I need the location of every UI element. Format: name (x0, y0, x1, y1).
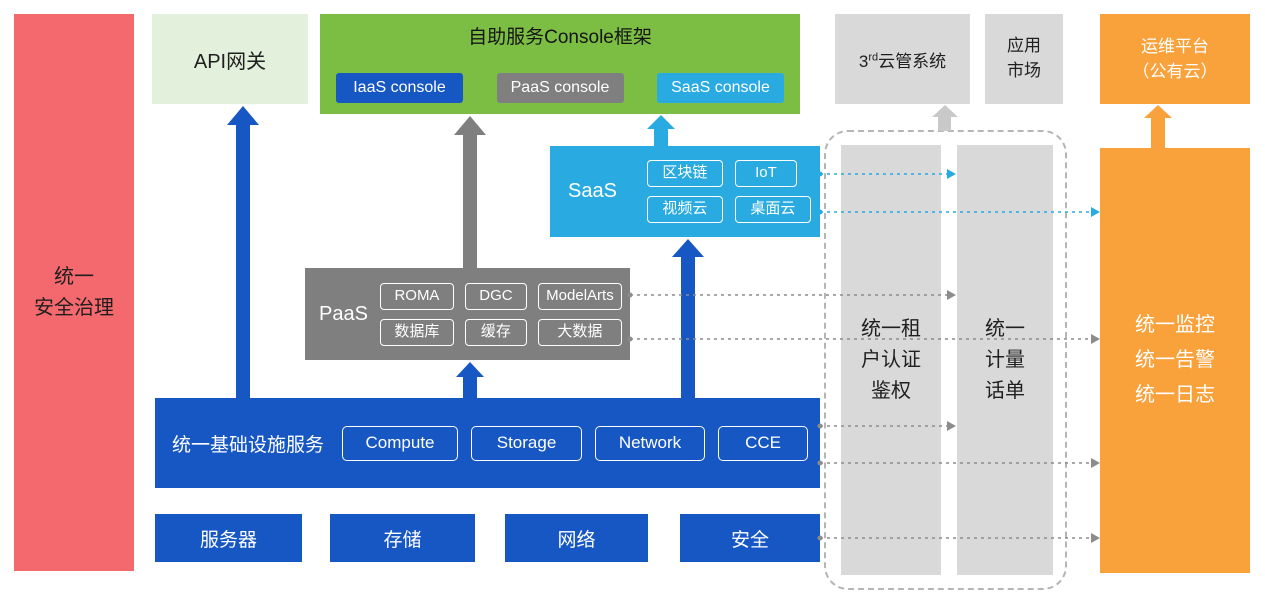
app-market-line1: 应用 (1007, 36, 1041, 56)
tenant-auth-line3: 鉴权 (871, 379, 911, 402)
paas-chip-modelarts: ModelArts (537, 282, 622, 310)
third-party-prefix: 3 (858, 51, 869, 71)
hardware-box-security: 安全 (680, 514, 820, 562)
hardware-box-server: 服务器 (155, 514, 302, 562)
tenant-services-dashed-container (824, 130, 1067, 590)
monitoring-line2: 统一告警 (1135, 349, 1215, 371)
infrastructure-services-row: Compute Storage Network CCE (342, 425, 809, 461)
tenant-auth-line2: 户认证 (861, 348, 921, 371)
connector-hw-security-to-monitor-arrowhead (1091, 533, 1100, 543)
metering-line1: 统一 (985, 317, 1025, 340)
arrow-iaas-to-paas (456, 362, 484, 398)
iaas-console-chip: IaaS console (336, 73, 463, 103)
saas-chip-desktop-cloud: 桌面云 (734, 196, 811, 223)
saas-services-row1: 区块链 IoT (646, 160, 811, 187)
unified-metering-bar: 统一 计量 话单 (957, 145, 1053, 575)
third-party-suffix: 云管系统 (878, 51, 947, 71)
metering-line2: 计量 (985, 348, 1025, 371)
security-governance-line2: 安全治理 (34, 296, 114, 319)
iaas-chip-network: Network (595, 425, 706, 461)
third-party-cloud-mgmt-box: 3rd云管系统 (835, 14, 970, 104)
security-governance-line1: 统一 (54, 265, 94, 288)
connector-iaas-to-monitor-arrowhead (1091, 458, 1100, 468)
hardware-storage-label: 存储 (383, 529, 422, 551)
saas-services-row2: 视频云 桌面云 (646, 196, 811, 223)
api-gateway-box: API网关 (152, 14, 308, 104)
saas-chip-video-cloud: 视频云 (646, 196, 723, 223)
saas-layer-label: SaaS (568, 180, 617, 202)
paas-services-row2: 数据库 缓存 大数据 (379, 318, 622, 346)
app-market-box: 应用 市场 (985, 14, 1063, 104)
paas-console-chip: PaaS console (496, 73, 624, 103)
saas-layer-box: SaaS 区块链 IoT 视频云 桌面云 (550, 146, 820, 237)
monitoring-line3: 统一日志 (1135, 384, 1215, 406)
self-service-console-framework-box: 自助服务Console框架 IaaS console PaaS console … (320, 14, 800, 114)
hardware-box-network: 网络 (505, 514, 648, 562)
connector-saas-to-monitor-arrowhead (1091, 207, 1100, 217)
infrastructure-layer-label: 统一基础设施服务 (172, 434, 325, 456)
unified-monitoring-bar: 统一监控 统一告警 统一日志 (1100, 148, 1250, 573)
saas-chip-iot: IoT (734, 160, 797, 187)
monitoring-line1: 统一监控 (1135, 314, 1215, 336)
unified-security-governance-bar: 统一 安全治理 (14, 14, 134, 571)
paas-chip-bigdata: 大数据 (537, 318, 622, 346)
ops-platform-line2: （公有云） (1132, 62, 1218, 81)
paas-chip-roma: ROMA (379, 282, 454, 310)
unified-tenant-auth-bar: 统一租 户认证 鉴权 (841, 145, 941, 575)
metering-line3: 话单 (985, 379, 1025, 402)
paas-chip-dgc: DGC (464, 282, 527, 310)
app-market-line2: 市场 (1007, 61, 1041, 80)
api-gateway-label: API网关 (193, 50, 267, 73)
paas-services-grid: ROMA DGC ModelArts 数据库 缓存 大数据 (379, 282, 622, 346)
third-party-cloud-mgmt-label: 3rd云管系统 (859, 47, 946, 72)
iaas-chip-compute: Compute (342, 425, 459, 461)
saas-chip-blockchain: 区块链 (646, 160, 723, 187)
tenant-auth-line1: 统一租 (861, 317, 921, 340)
ops-platform-public-cloud-box: 运维平台 （公有云） (1100, 14, 1250, 104)
arrow-to-ops-platform (1144, 105, 1172, 148)
arrow-to-third-party-cloud-mgmt (932, 105, 958, 131)
paas-layer-box: PaaS ROMA DGC ModelArts 数据库 缓存 大数据 (305, 268, 630, 360)
hardware-network-label: 网络 (557, 529, 596, 551)
arrow-saas-to-console (647, 115, 675, 146)
iaas-chip-storage: Storage (471, 425, 583, 461)
connector-paas-to-monitor-arrowhead (1091, 334, 1100, 344)
hardware-server-label: 服务器 (199, 529, 257, 551)
paas-services-row1: ROMA DGC ModelArts (379, 282, 622, 310)
paas-chip-cache: 缓存 (464, 318, 527, 346)
arrow-paas-to-console (454, 116, 486, 268)
console-framework-title: 自助服务Console框架 (468, 27, 652, 48)
hardware-box-storage: 存储 (330, 514, 475, 562)
ops-platform-line1: 运维平台 (1141, 36, 1209, 56)
hardware-security-label: 安全 (730, 529, 769, 551)
paas-layer-label: PaaS (319, 302, 368, 325)
iaas-chip-cce: CCE (718, 425, 809, 461)
console-chips-row: IaaS console PaaS console SaaS console (320, 49, 800, 103)
infrastructure-layer-box: 统一基础设施服务 Compute Storage Network CCE (155, 398, 820, 488)
saas-services-grid: 区块链 IoT 视频云 桌面云 (646, 160, 811, 223)
arrow-iaas-to-api-gateway (227, 106, 259, 398)
saas-console-chip: SaaS console (657, 73, 784, 103)
third-party-superscript: rd (868, 50, 879, 63)
arrow-iaas-to-saas (672, 239, 704, 398)
paas-chip-database: 数据库 (379, 318, 454, 346)
